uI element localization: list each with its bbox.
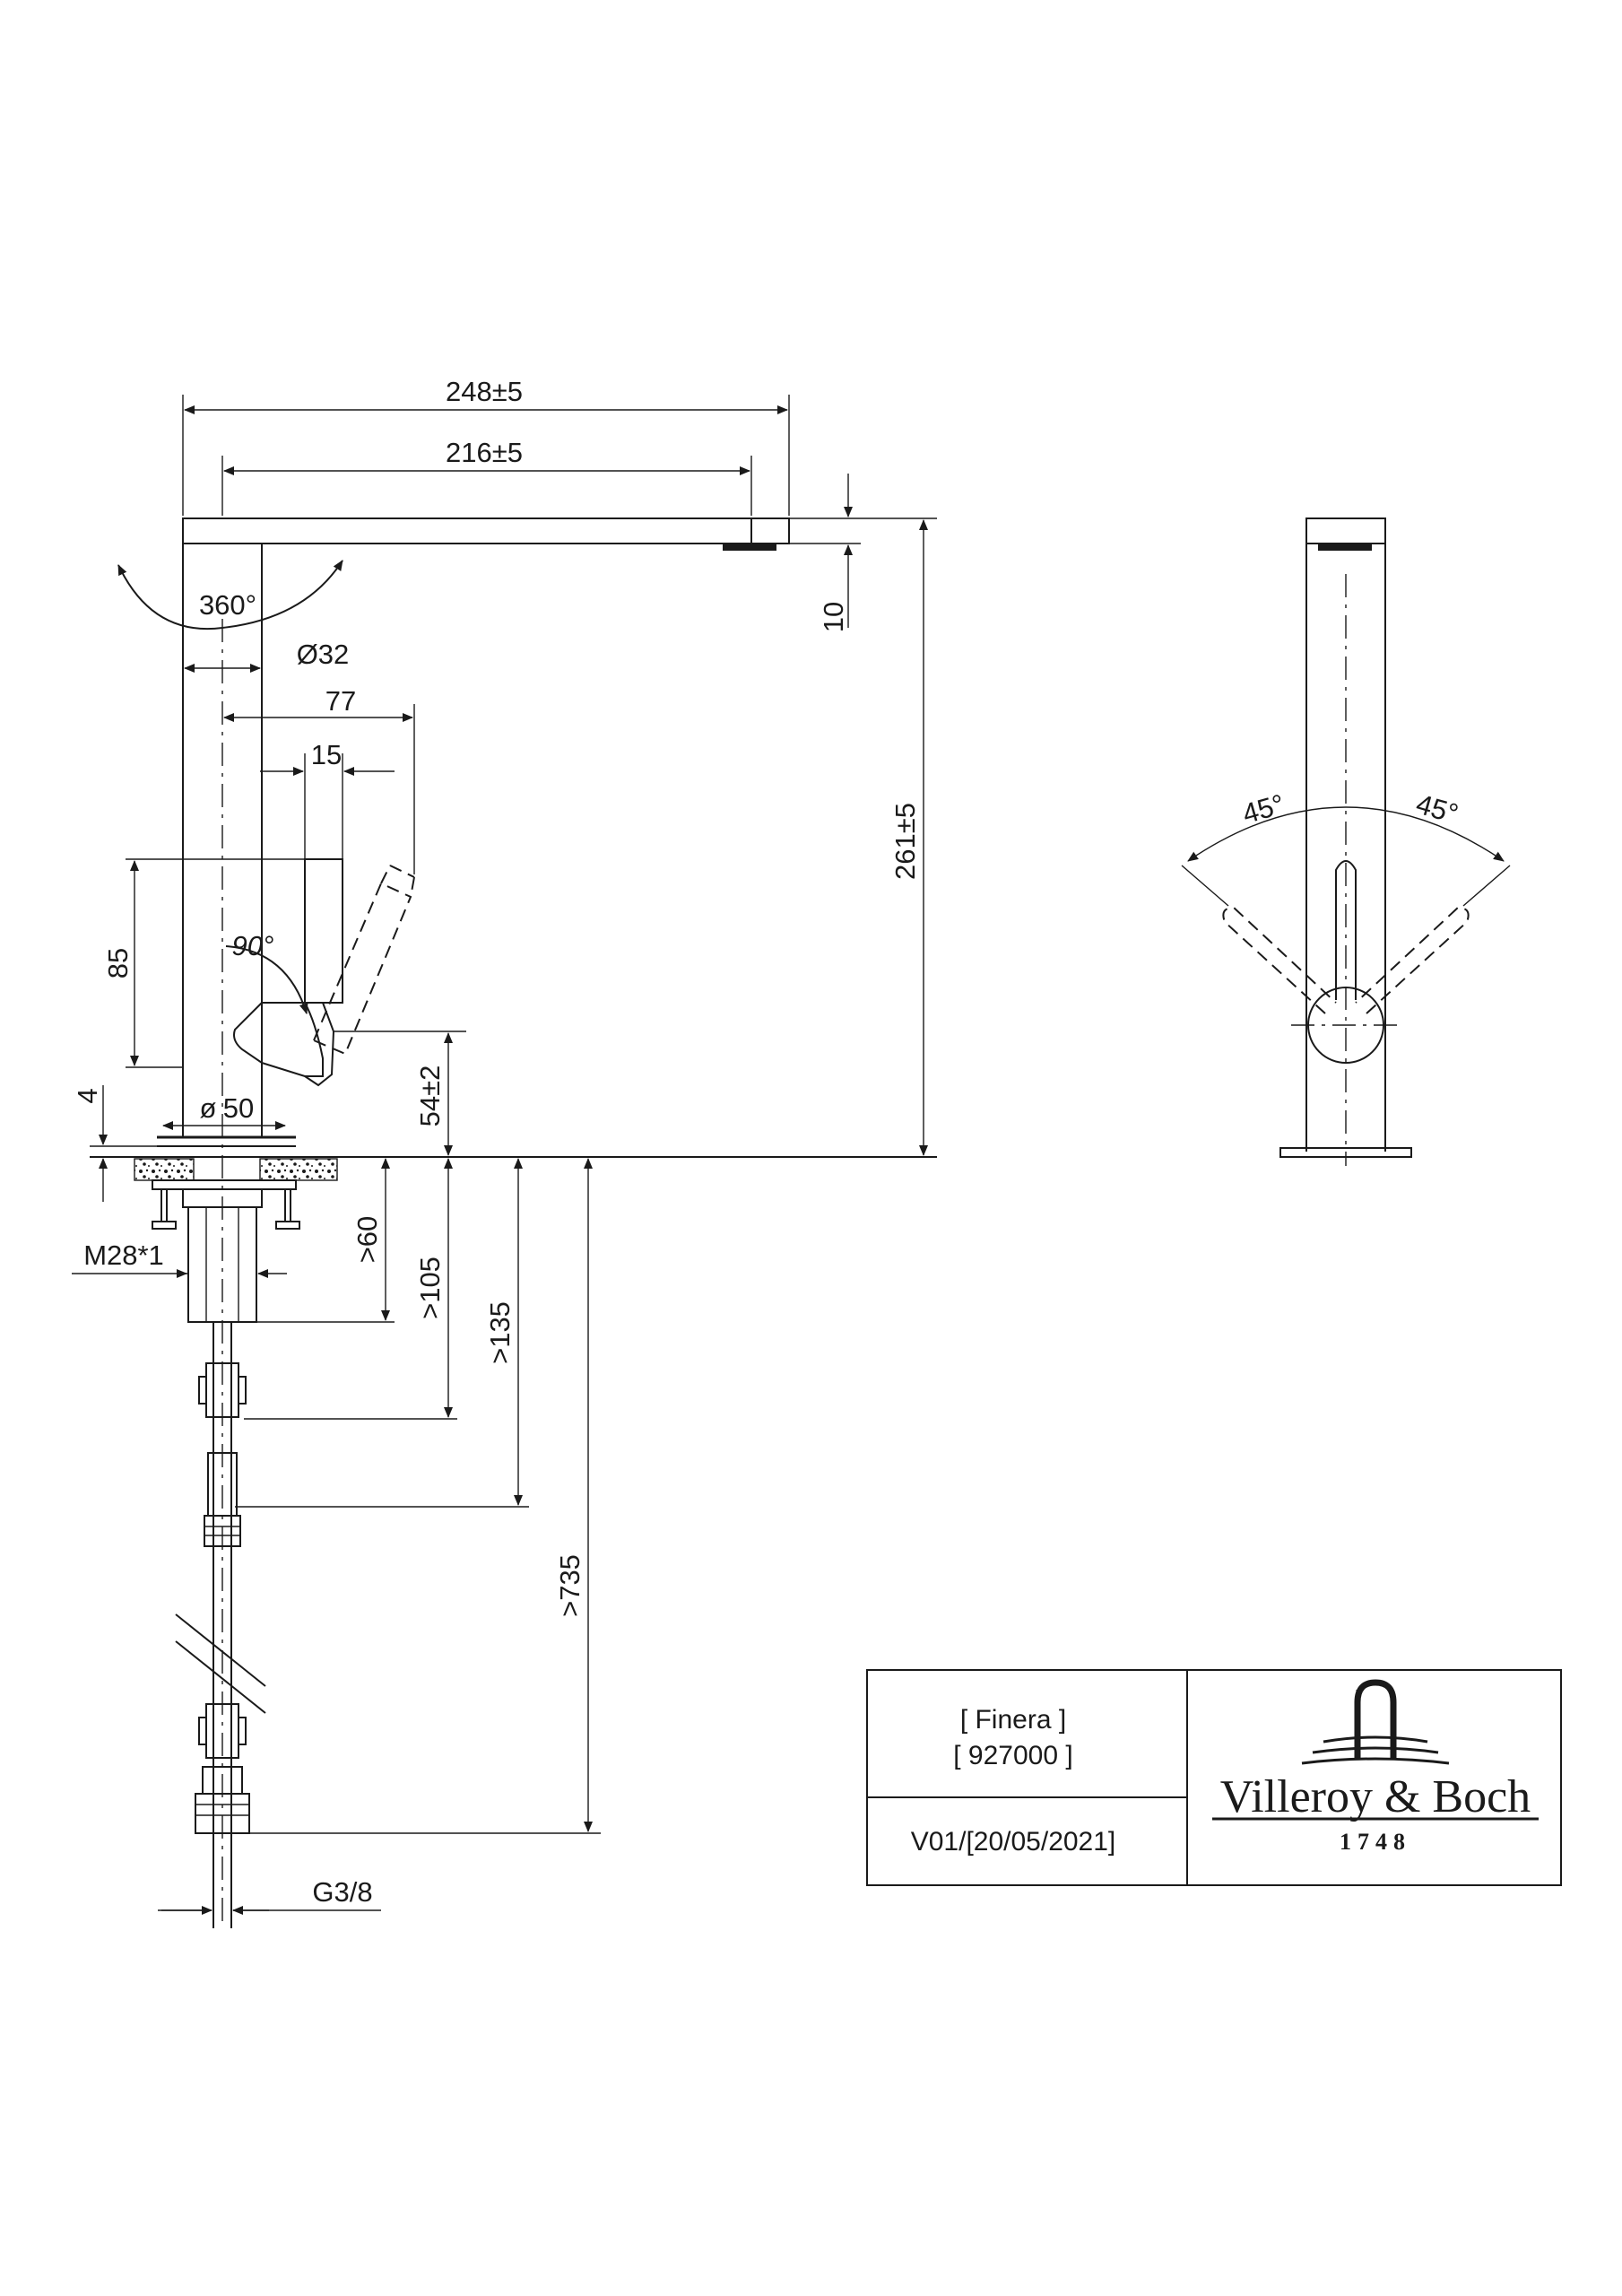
dim-lever-angle: 90° [232,930,274,961]
lever-rotated [312,882,412,1056]
logo-brand-name: Villeroy & Boch [1220,1771,1531,1822]
dim-lever-base-height: 54±2 [414,1065,446,1127]
front-view-labels: 45° 45° [1239,788,1462,831]
rotation-arrow [117,560,343,631]
countertop-section-right [259,1158,338,1181]
dim-rotation: 360° [199,589,256,621]
title-block: [ Finera ] [ 927000 ] V01/[20/05/2021] V… [866,1669,1562,1886]
dim-connection: G3/8 [312,1876,372,1908]
product-code: [ 927000 ] [953,1741,1072,1770]
lever-handle [304,858,343,1004]
side-view [90,517,937,1928]
dim-base-diameter: 50 [223,1092,254,1124]
front-view [1181,517,1511,1166]
title-block-frame [866,1669,1562,1886]
dim-total-height: 261±5 [889,803,921,880]
dim-body-diameter: Ø32 [297,639,350,670]
version-date: V01/[20/05/2021] [911,1827,1116,1857]
dim-thread: M28*1 [83,1239,164,1271]
lever-wedge [233,1000,263,1065]
dim-min-60: >60 [351,1216,383,1264]
dim-lever-width: 15 [311,739,342,770]
logo-year: 1748 [1340,1829,1411,1855]
spout [182,517,790,544]
countertop-section-left [134,1158,195,1181]
dimension-labels: 248±5 216±5 360° 10 Ø32 77 15 261±5 85 9… [72,376,921,1908]
product-name: [ Finera ] [960,1705,1066,1735]
dim-min-105: >105 [414,1257,446,1319]
dim-base-height: 4 [72,1088,103,1103]
dimension-lines [72,395,937,1915]
front-swing-arc [1187,806,1505,862]
dim-lever-offset: 77 [325,685,356,717]
front-lever-swing-right [1355,906,1470,1014]
dim-spout-reach: 216±5 [446,437,523,468]
front-spout-top [1305,517,1386,544]
front-base [1279,1147,1412,1158]
dim-swing-left: 45° [1239,788,1288,831]
dim-spout-thickness: 10 [818,602,849,632]
dim-swing-right: 45° [1413,788,1462,831]
aerator [723,544,776,551]
dim-min-735: >735 [554,1554,585,1617]
dim-total-reach: 248±5 [446,376,523,407]
brand-logo: Villeroy & Boch 1748 [1212,1679,1539,1855]
front-lever-swing-left [1222,906,1337,1014]
dim-min-135: >135 [484,1301,516,1364]
lever-angle-arc [225,945,308,1014]
thread-body [187,1206,257,1323]
dim-lever-height: 85 [102,948,134,978]
dim-base-diameter-symbol: ø [200,1092,217,1124]
